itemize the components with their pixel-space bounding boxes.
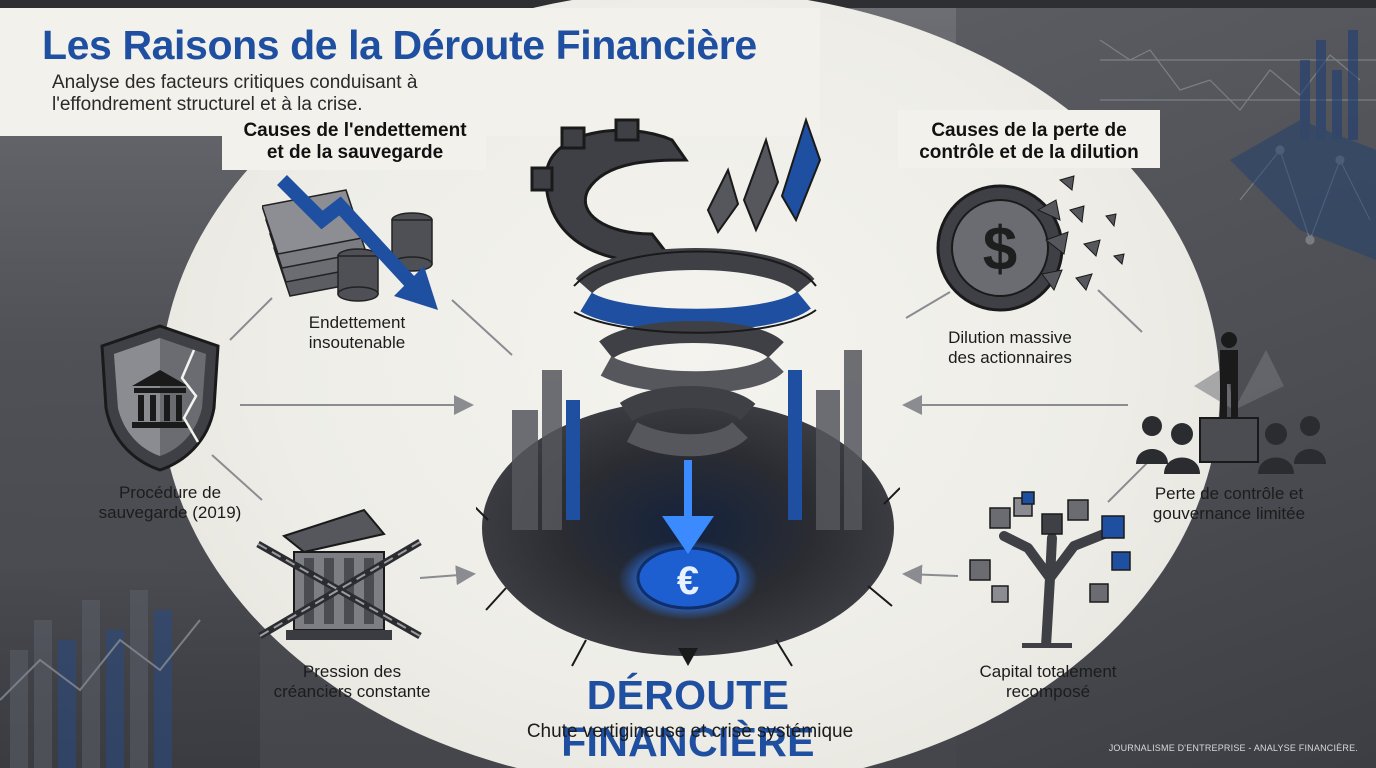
collapsing-spiral-euro-icon: €: [476, 116, 900, 667]
label-capital-line2: recomposé: [1005, 682, 1091, 701]
page-subtitle: Analyse des facteurs critiques conduisan…: [52, 72, 418, 115]
label-endettement: Endettement insoutenable: [272, 313, 442, 353]
right-section-header-line2: contrôle et de la dilution: [919, 142, 1139, 163]
footer-credit: JOURNALISME D'ENTREPRISE - ANALYSE FINAN…: [1108, 743, 1358, 753]
label-creanciers-line2: créanciers constante: [273, 682, 431, 701]
center-title: DÉROUTE FINANCIÈRE: [561, 672, 815, 765]
left-section-header-line1: Causes de l'endettement: [243, 120, 467, 141]
label-gouvernance-line1: Perte de contrôle et: [1154, 484, 1304, 503]
label-sauvegarde-line2: sauvegarde (2019): [98, 503, 242, 522]
label-capital: Capital totalement recomposé: [958, 662, 1138, 702]
background-bars-left: [0, 590, 201, 768]
falling-money-icon: [262, 175, 438, 310]
page-title: Les Raisons de la Déroute Financière: [42, 22, 757, 68]
label-creanciers: Pression des créanciers constante: [262, 662, 442, 702]
label-dilution: Dilution massive des actionnaires: [920, 328, 1100, 368]
label-endettement-line2: insoutenable: [308, 333, 406, 352]
right-section-header-line1: Causes de la perte de: [931, 120, 1127, 141]
label-gouvernance: Perte de contrôle et gouvernance limitée: [1124, 484, 1334, 524]
label-sauvegarde-line1: Procédure de: [118, 483, 222, 502]
label-capital-line1: Capital totalement: [979, 662, 1117, 681]
fragmented-tree-icon: [969, 491, 1131, 648]
left-section-header-box: [222, 114, 486, 170]
left-section-header: Causes de l'endettement et de la sauvega…: [226, 120, 484, 164]
cracked-shield-icon: [100, 324, 220, 472]
right-section-header: Causes de la perte de contrôle et de la …: [898, 120, 1160, 164]
right-section-header-box: [898, 110, 1160, 168]
label-endettement-line1: Endettement: [308, 313, 406, 332]
left-section-header-line2: et de la sauvegarde: [266, 142, 444, 163]
svg-text:$: $: [983, 215, 1017, 284]
label-sauvegarde: Procédure de sauvegarde (2019): [80, 483, 260, 523]
label-creanciers-line1: Pression des: [302, 662, 402, 681]
label-dilution-line1: Dilution massive: [948, 328, 1072, 347]
center-subtitle: Chute vertigineuse et crise systémique: [526, 721, 854, 742]
lone-figure-crowd-icon: [1136, 332, 1326, 474]
svg-text:€: €: [677, 559, 699, 603]
shattering-coin-icon: $: [936, 175, 1125, 312]
label-dilution-line2: des actionnaires: [948, 348, 1072, 367]
label-gouvernance-line2: gouvernance limitée: [1152, 504, 1306, 523]
background-bars-right: [1230, 30, 1376, 260]
chained-building-icon: [256, 508, 422, 640]
